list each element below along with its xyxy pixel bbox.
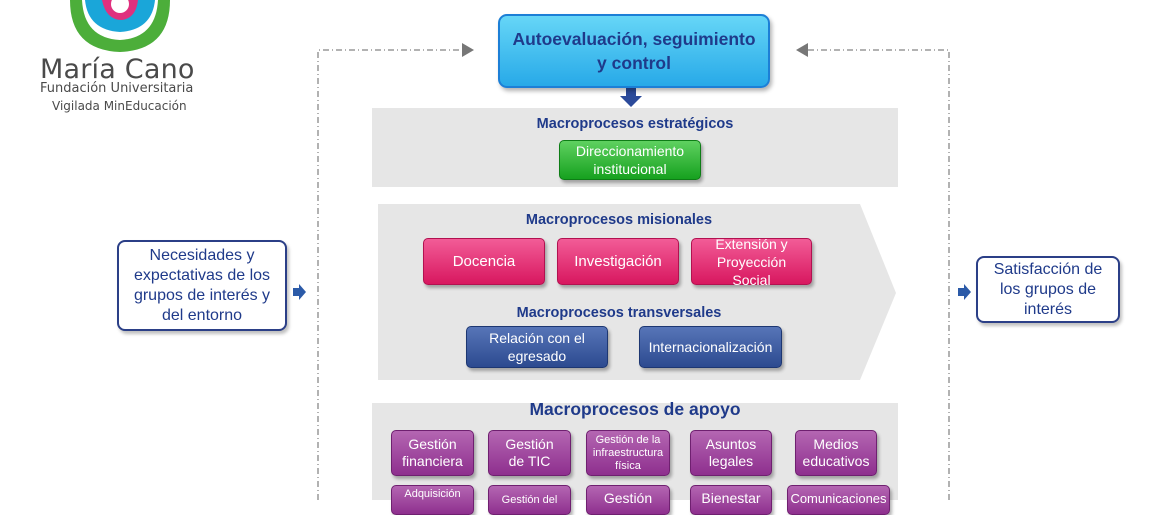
support-item-legales: Asuntos legales	[690, 430, 772, 476]
strategic-title: Macroprocesos estratégicos	[536, 116, 734, 132]
transversal-item-egresado: Relación con el egresado	[466, 326, 608, 368]
missional-item-investigacion: Investigación	[557, 238, 679, 285]
self-evaluation-box: Autoevaluación, seguimiento y control	[498, 14, 770, 88]
support-item-bienestar: Bienestar	[690, 485, 772, 515]
support-item-gestion: Gestión	[586, 485, 670, 515]
support-item-adquisicion: Adquisición	[391, 485, 474, 515]
support-item-infraestructura: Gestión de la infraestructura física	[586, 430, 670, 476]
support-item-gestion-del: Gestión del	[488, 485, 571, 515]
support-item-financiera: Gestión financiera	[391, 430, 474, 476]
logo-subtitle: Fundación Universitaria	[40, 81, 194, 96]
logo	[40, 0, 200, 115]
missional-item-docencia: Docencia	[423, 238, 545, 285]
input-arrow-icon	[293, 284, 306, 300]
stakeholder-satisfaction-box: Satisfacción de los grupos de interés	[976, 256, 1120, 323]
strategic-item-direccionamiento: Direccionamiento institucional	[559, 140, 701, 180]
support-item-tic: Gestión de TIC	[488, 430, 571, 476]
missional-panel	[378, 204, 896, 380]
right-feedback-arrow-icon	[796, 43, 808, 57]
missional-title: Macroprocesos misionales	[525, 212, 713, 228]
support-item-medios: Medios educativos	[795, 430, 877, 476]
transversal-item-internacionalizacion: Internacionalización	[639, 326, 782, 368]
support-item-comunicaciones: Comunicaciones	[787, 485, 890, 515]
logo-name: María Cano	[40, 54, 195, 85]
left-feedback-arrow-icon	[462, 43, 474, 57]
stakeholder-needs-box: Necesidades y expectativas de los grupos…	[117, 240, 287, 331]
support-title: Macroprocesos de apoyo	[529, 399, 741, 419]
output-arrow-icon	[958, 284, 971, 300]
down-arrow-icon	[620, 88, 642, 107]
transversal-title: Macroprocesos transversales	[516, 305, 722, 321]
logo-tagline: Vigilada MinEducación	[52, 99, 187, 113]
logo-mark-icon	[70, 0, 170, 52]
missional-item-extension: Extensión y Proyección Social	[691, 236, 812, 288]
